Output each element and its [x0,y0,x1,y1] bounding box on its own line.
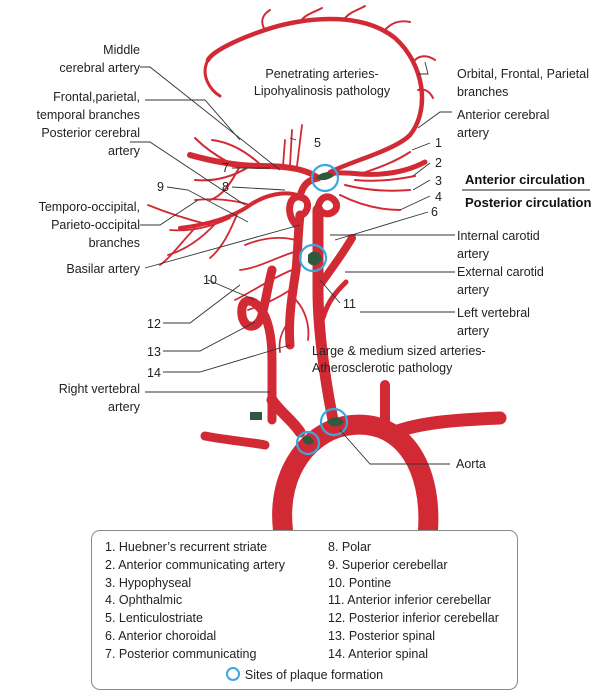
carotid-siphon [314,193,341,219]
temporo-occipital-branches [147,198,251,266]
label-temporo-2: Parieto-occipital [51,218,140,232]
number-callouts: 1 2 3 4 5 6 7 8 9 10 11 12 13 14 [147,136,442,380]
callout-11: 11 [343,297,356,311]
label-internal-carotid-2: artery [457,247,490,261]
label-external-carotid-2: artery [457,283,490,297]
legend-column-left: 1. Huebner’s recurrent striate 2. Anteri… [105,539,285,664]
legend-column-right: 8. Polar 9. Superior cerebellar 10. Pont… [328,539,499,664]
label-orbital-1: Orbital, Frontal, Parietal [457,67,589,81]
label-internal-carotid-1: Internal carotid [457,229,540,243]
label-aorta: Aorta [456,457,486,471]
site-ring-4 [295,430,321,456]
callout-9: 9 [157,180,164,194]
legend-item: 9. Superior cerebellar [328,557,448,572]
plaque-5 [250,412,262,420]
label-large-medium-2: Atherosclerotic pathology [312,361,453,375]
callout-13: 13 [147,345,161,359]
legend-item: 11. Anterior inferior cerebellar [328,593,492,608]
legend-item: 3. Hypophyseal [105,575,192,590]
anterior-cerebral-tip [203,58,222,98]
label-penetrating-2: Lipohyalinosis pathology [254,84,391,98]
anterior-cerebral-artery [205,16,425,175]
leader-lines [130,61,590,465]
label-right-vertebral-1: Right vertebral [59,382,140,396]
label-temporo-1: Temporo-occipital, [39,200,140,214]
posterior-cerebral-artery [178,191,302,230]
plaque-2 [308,251,322,266]
callout-2: 2 [435,156,442,170]
legend-item: 2. Anterior communicating artery [105,557,285,572]
plaque-sites [250,163,349,456]
label-anterior-cerebral-1: Anterior cerebral [457,108,549,122]
site-ring-1 [310,163,340,193]
label-anterior-circulation: Anterior circulation [465,172,585,187]
callout-14: 14 [147,366,161,380]
lenticulostriate-branches [282,124,303,167]
anterior-communicating-branches [339,151,416,211]
plaque-4 [302,435,314,445]
callout-4: 4 [435,190,442,204]
legend-sites-label: Sites of plaque formation [244,668,384,682]
legend-item: 14. Anterior spinal [328,646,429,661]
label-basilar: Basilar artery [66,262,140,276]
label-frontal-1: Frontal,parietal, [53,90,140,104]
label-posterior-cerebral-1: Posterior cerebral [41,126,140,140]
legend-item: 13. Posterior spinal [328,628,436,643]
label-anterior-cerebral-2: artery [457,126,490,140]
legend-sites-note: Sites of plaque formation [92,667,517,682]
common-carotid-artery [312,204,339,426]
anatomy-labels: Middle cerebral artery Frontal,parietal,… [36,43,591,471]
callout-10: 10 [203,273,217,287]
label-temporo-3: branches [89,236,140,250]
external-carotid-artery [316,234,356,289]
label-left-vertebral-2: artery [457,324,490,338]
callout-12: 12 [147,317,161,331]
site-ring-3 [319,407,349,437]
legend-item: 10. Pontine [328,575,392,590]
label-middle-cerebral-2: cerebral artery [59,61,140,75]
label-left-vertebral-1: Left vertebral [457,306,530,320]
callout-3: 3 [435,174,442,188]
callout-6: 6 [431,205,438,219]
plaque-1 [316,172,334,181]
left-vertebral-branch [320,279,349,321]
label-middle-cerebral-1: Middle [103,43,140,57]
legend-item: 4. Ophthalmic [105,593,183,608]
aortic-branch-right [388,411,507,439]
legend-item: 12. Posterior inferior cerebellar [328,611,499,626]
site-ring-icon [225,667,240,681]
callout-7: 7 [222,161,229,175]
callout-1: 1 [435,136,442,150]
legend-box: 1. Huebner’s recurrent striate 2. Anteri… [91,530,518,690]
callout-5: 5 [314,136,321,150]
aortic-branch-left [200,431,270,450]
artery-tree [147,5,507,540]
label-posterior-circulation: Posterior circulation [465,195,591,210]
aortic-arch [272,414,439,540]
legend-item: 7. Posterior communicating [105,646,257,661]
label-large-medium-1: Large & medium sized arteries- [312,344,486,358]
basilar-artery [284,210,305,350]
label-orbital-2: branches [457,85,508,99]
legend-item: 1. Huebner’s recurrent striate [105,540,268,554]
plaque-3 [327,417,344,427]
orbital-branches [261,5,436,99]
label-external-carotid-1: External carotid [457,265,544,279]
label-posterior-cerebral-2: artery [108,144,141,158]
callout-8: 8 [222,180,229,194]
legend-item: 8. Polar [328,540,372,554]
label-right-vertebral-2: artery [108,400,141,414]
legend-item: 6. Anterior choroidal [105,628,217,643]
site-ring-2 [298,243,328,273]
legend-item: 5. Lenticulostriate [105,611,203,626]
label-penetrating-1: Penetrating arteries- [265,67,378,81]
cerebellar-branches [234,237,310,353]
label-frontal-2: temporal branches [36,108,140,122]
